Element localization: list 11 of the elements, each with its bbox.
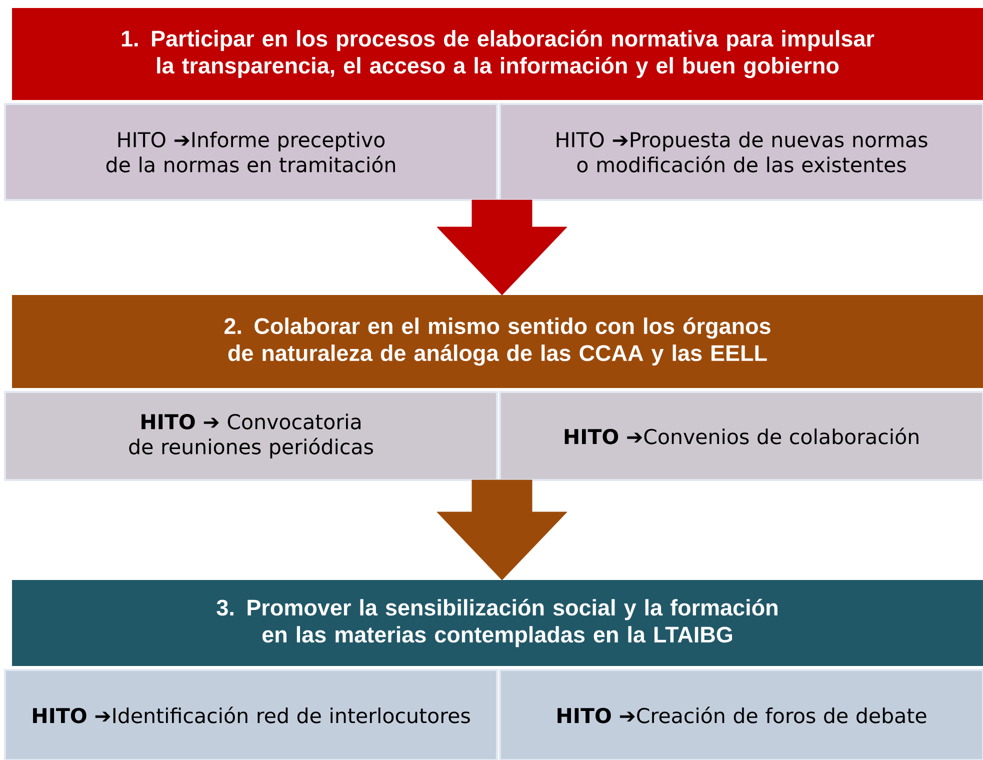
milestone-box: HITO ➔Informe preceptivo de la normas en tramitación (4, 103, 498, 201)
heading-band: 1. Participar en los procesos de elaboración normativa para impulsar la transparencia, el acceso a la información y el buen gobierno (12, 8, 983, 100)
down-arrow (436, 200, 568, 296)
milestone-box: HITO ➔Convenios de colaboración (499, 391, 983, 481)
milestone-box: HITO ➔Propuesta de nuevas normas o modificación de las existentes (499, 103, 983, 201)
down-arrow (436, 480, 568, 580)
milestone-box: HITO ➔Creación de foros de debate (499, 669, 983, 760)
milestone-box: HITO ➔Identificación red de interlocutores (4, 669, 498, 760)
heading-band: 3. Promover la sensibilización social y la formación en las materias contempladas en la LTAIBG (12, 580, 983, 666)
heading-band: 2. Colaborar en el mismo sentido con los órganos de naturaleza de análoga de las CCAA y las EELL (12, 295, 983, 388)
milestone-box: HITO ➔ Convocatoria de reuniones periódicas (4, 391, 498, 481)
